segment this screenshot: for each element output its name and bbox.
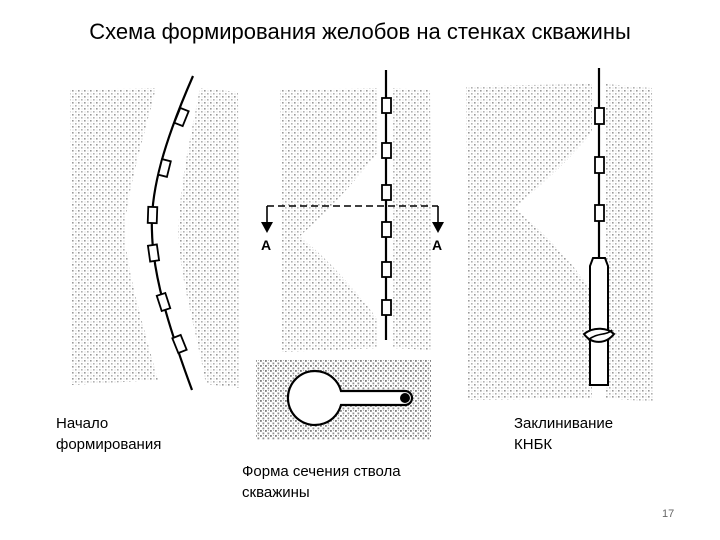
caption-line: Начало (56, 415, 109, 432)
tool-joint (155, 291, 172, 313)
tool-joint (594, 107, 605, 125)
page-number: 17 (662, 508, 675, 520)
tool-joint (381, 221, 392, 238)
caption-line: Форма сечения ствола (242, 463, 401, 480)
rock-left-wall-middle (280, 88, 378, 352)
panel-right (466, 68, 654, 402)
drill-string-curved (150, 75, 195, 391)
rock-right-wall (178, 88, 240, 388)
tool-joints-right (594, 107, 605, 222)
section-arrowhead-left (261, 222, 273, 233)
tool-joint (381, 184, 392, 201)
rock-right-wall-middle (392, 88, 432, 350)
caption-line: формирования (56, 436, 162, 453)
stabilizer-blade-spiral (587, 329, 613, 341)
section-label-right: A (432, 237, 442, 253)
bha-tool (589, 257, 609, 386)
tool-joint (146, 243, 161, 263)
caption-line: Заклинивание (514, 415, 614, 432)
panel-middle: A A (256, 70, 444, 440)
caption-line: КНБК (514, 436, 553, 453)
rock-left-wall (70, 88, 158, 385)
rock-right-wall-right (606, 84, 654, 402)
keyhole-bore-outline (286, 369, 414, 427)
tool-joint (173, 106, 190, 128)
tool-joint (594, 204, 605, 222)
keyhole-cross-section (256, 360, 431, 440)
caption-line: скважины (242, 484, 310, 501)
tool-joint (594, 156, 605, 174)
rock-left-wall-right (466, 84, 592, 400)
panel-left (70, 75, 240, 391)
tool-joint (171, 333, 188, 355)
slide-title: Схема формирования желобов на стенках ск… (89, 19, 631, 44)
tool-joint (381, 299, 392, 316)
pipe-in-groove (400, 393, 410, 403)
tool-joint (146, 205, 159, 225)
section-label-left: A (261, 237, 271, 253)
caption-borehole-section: Форма сечения ствола скважины (242, 461, 401, 503)
tool-joint (381, 261, 392, 278)
tool-joint (381, 97, 392, 114)
caption-groove-start: Начало формирования (56, 413, 161, 455)
caption-bha-sticking: Заклинивание КНБК (514, 413, 613, 455)
tool-joint (157, 158, 172, 178)
section-arrowhead-right (432, 222, 444, 233)
tool-joint (381, 142, 392, 159)
tool-joints-left (146, 106, 190, 355)
tool-joints-middle (381, 97, 392, 316)
